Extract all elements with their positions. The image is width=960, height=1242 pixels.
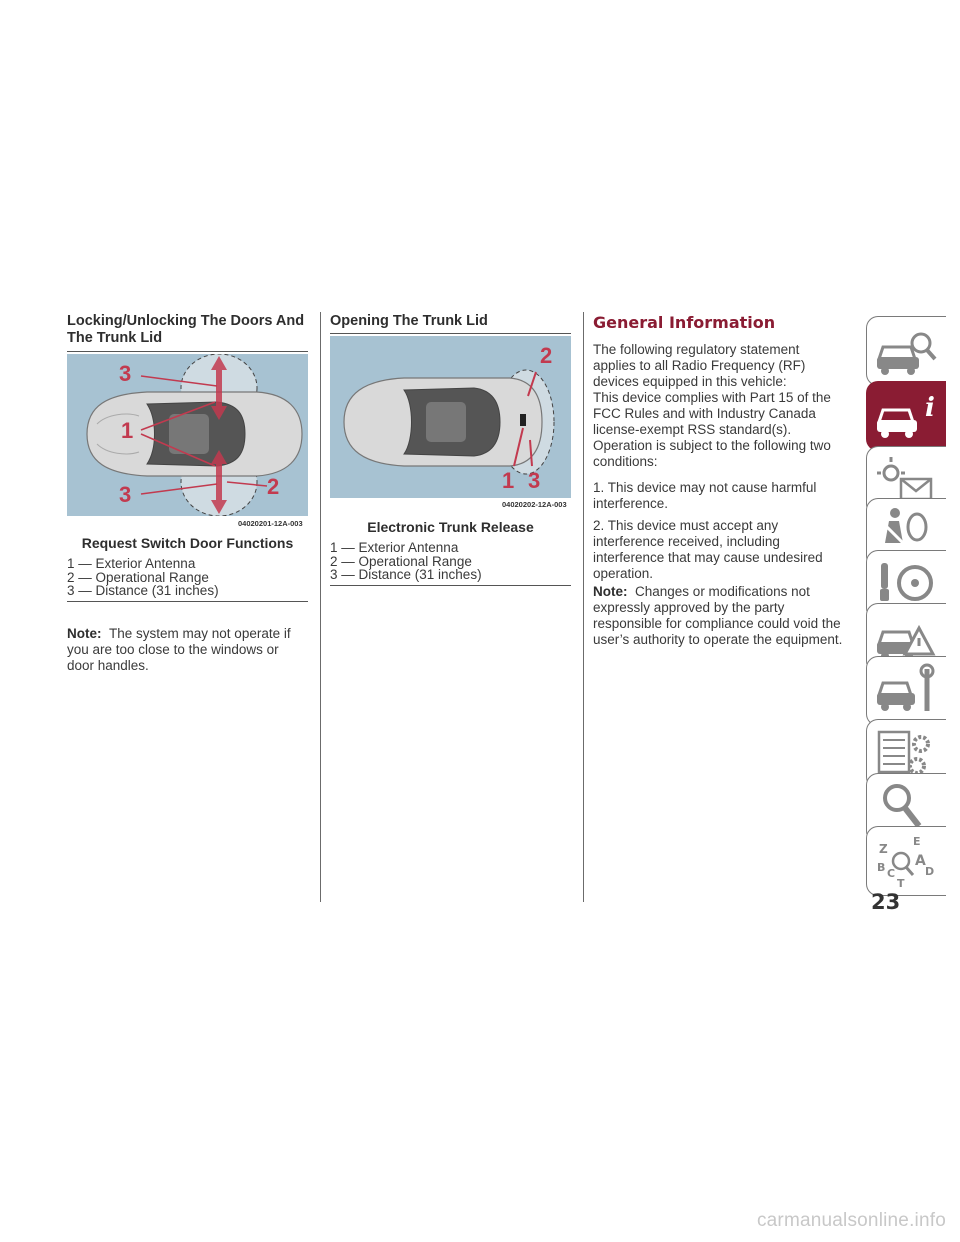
car-search-icon [876, 332, 937, 375]
note: Note: Changes or modifications not expre… [593, 584, 843, 648]
watermark: carmanualsonline.info [756, 1210, 946, 1231]
callout-1: 1 [121, 418, 134, 443]
figure-title: Electronic Trunk Release [367, 519, 534, 535]
note-label: Note: [593, 584, 628, 599]
callout-3: 3 [119, 482, 132, 507]
callout-1: 1 [502, 468, 515, 493]
section-heading: Locking/Unlocking The Doors And The Trun… [67, 313, 317, 347]
svg-text:i: i [925, 393, 935, 423]
seat-airbag-icon [881, 508, 928, 549]
note-label: Note: [67, 626, 102, 641]
note-text: The system may not operate if you are to… [67, 626, 291, 673]
svg-text:B: B [877, 861, 885, 874]
paragraph: 1. This device may not cause harmful int… [593, 480, 817, 511]
paragraph: The following regulatory statement appli… [593, 342, 806, 389]
figure-trunk-release: 2 1 3 [330, 336, 571, 498]
page-number: 23 [871, 890, 901, 914]
callout-2: 2 [267, 474, 280, 499]
key-steering-wheel-icon [880, 563, 933, 601]
car-top-view-illustration [343, 369, 555, 475]
heading-line-2: The Trunk Lid [67, 330, 163, 346]
callout-3: 3 [528, 468, 541, 493]
legend-item: 3 — Distance (31 inches) [67, 583, 219, 598]
tab-car-info[interactable]: i [866, 381, 946, 451]
tab-index[interactable]: Z E B C A D T [866, 826, 946, 896]
figure-request-switch: 3 1 3 2 [67, 353, 308, 517]
tab-servicing[interactable] [866, 656, 946, 726]
specifications-gear-icon [877, 730, 930, 775]
legend-item: 3 — Distance (31 inches) [330, 567, 482, 582]
divider [330, 585, 571, 586]
figure-legend: 1 — Exterior Antenna 2 — Operational Ran… [330, 541, 482, 582]
divider [330, 333, 571, 334]
divider [67, 601, 308, 602]
figure-code: 04020202-12A-003 [502, 500, 567, 509]
svg-text:D: D [925, 865, 934, 878]
car-wrench-icon [876, 663, 935, 711]
divider [67, 351, 308, 352]
legend-item: 1 — Exterior Antenna [330, 540, 459, 555]
svg-text:C: C [887, 867, 895, 880]
heading-line-1: Locking/Unlocking The Doors And [67, 313, 305, 329]
svg-text:A: A [915, 853, 926, 869]
section-heading: Opening The Trunk Lid [330, 313, 488, 329]
legend-item: 2 — Operational Range [330, 553, 472, 569]
alphabetical-index-icon: Z E B C A D T [877, 835, 934, 890]
section-heading: General Information [593, 313, 776, 332]
note: Note: The system may not operate if you … [67, 626, 307, 674]
column-divider [320, 312, 321, 902]
callout-3: 3 [119, 361, 132, 386]
legend-item: 1 — Exterior Antenna [67, 556, 196, 571]
paragraph: This device complies with Part 15 of the… [593, 390, 831, 469]
paragraph: 2. This device must accept any interfere… [593, 518, 823, 581]
svg-text:Z: Z [879, 842, 888, 856]
note-text: Changes or modifications not expressly a… [593, 584, 843, 647]
column-divider [583, 312, 584, 902]
svg-text:T: T [897, 877, 905, 890]
legend-item: 2 — Operational Range [67, 569, 209, 585]
callout-2: 2 [540, 343, 553, 368]
figure-legend: 1 — Exterior Antenna 2 — Operational Ran… [67, 557, 219, 598]
magnifier-icon [883, 784, 922, 828]
figure-title: Request Switch Door Functions [81, 535, 294, 551]
svg-text:E: E [913, 835, 921, 848]
tab-car-search[interactable] [866, 316, 946, 386]
car-info-icon: i [876, 393, 935, 438]
figure-code: 04020201-12A-003 [238, 519, 303, 528]
